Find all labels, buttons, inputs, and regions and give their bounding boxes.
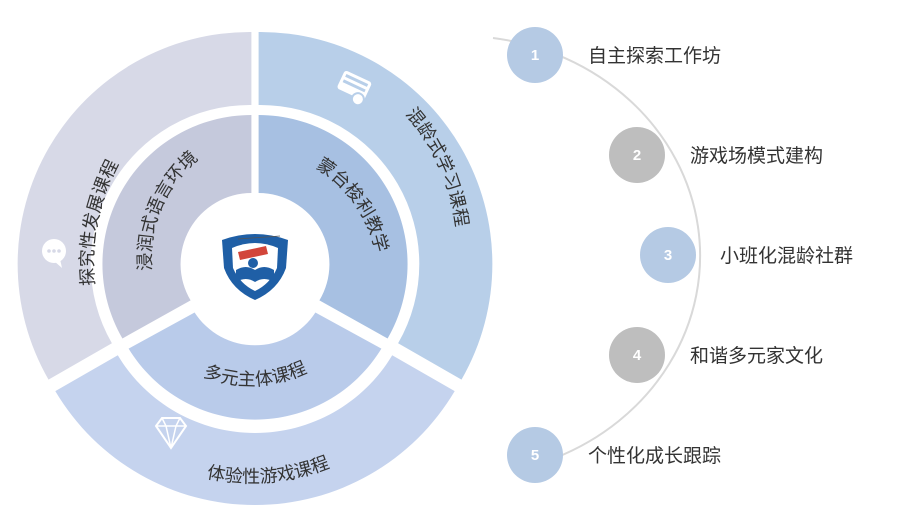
list-item: 1 自主探索工作坊 xyxy=(507,27,721,83)
list-item-label: 和谐多元家文化 xyxy=(690,345,823,367)
number-circle xyxy=(640,227,696,283)
list-item: 3 小班化混龄社群 xyxy=(640,227,853,283)
number-circle xyxy=(609,327,665,383)
number-label: 3 xyxy=(664,247,672,264)
number-label: 1 xyxy=(531,47,539,64)
number-label: 2 xyxy=(633,147,641,164)
number-circle xyxy=(507,27,563,83)
list-item-label: 游戏场模式建构 xyxy=(690,145,823,167)
inner-segment-left xyxy=(102,115,252,339)
list-item: 5 个性化成长跟踪 xyxy=(507,427,721,483)
number-label: 4 xyxy=(633,347,642,364)
list-item: 4 和谐多元家文化 xyxy=(609,327,823,383)
number-circle xyxy=(609,127,665,183)
number-label: 5 xyxy=(531,447,539,464)
diamond-icon xyxy=(154,417,188,450)
numbered-list: 1 自主探索工作坊 2 游戏场模式建构 3 小班化混龄社群 4 和谐多元家文化 5 个性化成长跟踪 xyxy=(507,27,853,483)
list-item: 2 游戏场模式建构 xyxy=(609,127,823,183)
outer-segment-right xyxy=(258,31,493,380)
list-item-label: 小班化混龄社群 xyxy=(720,245,853,267)
outer-segment-left xyxy=(17,31,252,380)
inner-segment-right xyxy=(258,115,408,339)
number-circle xyxy=(507,427,563,483)
outer-segment-bottom xyxy=(55,355,455,506)
list-item-label: 个性化成长跟踪 xyxy=(588,445,721,467)
list-item-label: 自主探索工作坊 xyxy=(588,45,721,67)
connector-arc xyxy=(492,37,702,459)
inner-segment-bottom xyxy=(128,312,382,420)
school-shield-logo xyxy=(222,234,288,300)
chat-bubble-icon xyxy=(42,239,66,268)
cloud-gear-icon xyxy=(337,70,372,107)
